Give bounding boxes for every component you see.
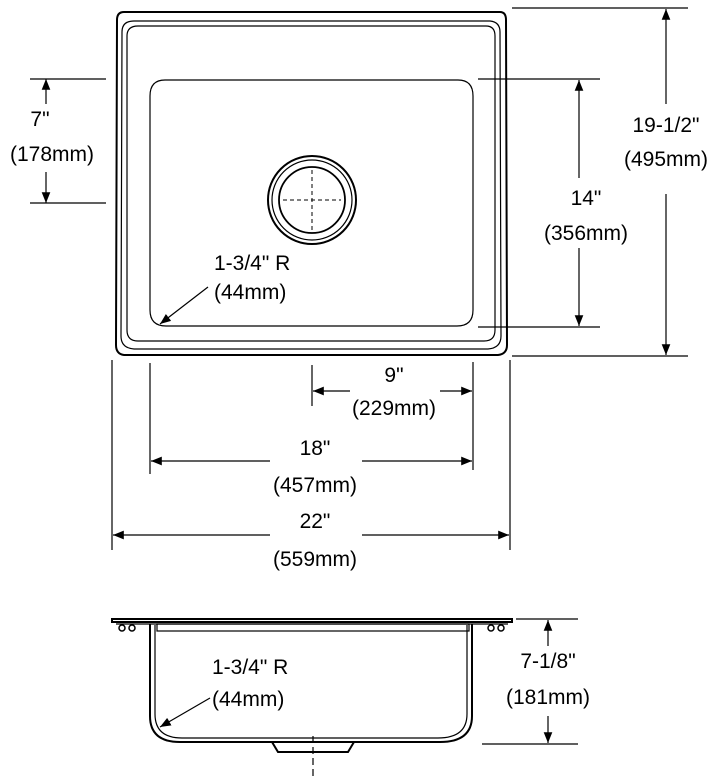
dim-bowl-height: 7-1/8" (181mm) bbox=[482, 618, 590, 745]
mounting-clip-icon bbox=[118, 624, 505, 632]
bowl-depth-imperial: 14" bbox=[571, 187, 602, 210]
bowl-width-metric: (457mm) bbox=[273, 474, 357, 497]
sink-rim-inner-2 bbox=[120, 20, 502, 350]
drain-offset-imperial: 9" bbox=[384, 364, 403, 387]
bowl-width-imperial: 18" bbox=[300, 437, 331, 460]
bowl-height-imperial: 7-1/8" bbox=[520, 650, 575, 673]
dim-corner-radius-side: 1-3/4" R (44mm) bbox=[159, 656, 288, 728]
dim-overall-width: 22" (559mm) bbox=[111, 360, 511, 571]
overall-width-imperial: 22" bbox=[300, 510, 331, 533]
sink-bowl-profile bbox=[149, 624, 473, 743]
corner-radius-side-imperial: 1-3/4" R bbox=[212, 656, 288, 679]
sink-rim-inner bbox=[126, 25, 496, 342]
corner-radius-side-metric: (44mm) bbox=[212, 688, 284, 711]
bowl-depth-metric: (356mm) bbox=[544, 222, 628, 245]
bowl-offset-metric: (178mm) bbox=[10, 143, 94, 166]
sink-top-view bbox=[114, 11, 509, 356]
dim-corner-radius-top: 1-3/4" R (44mm) bbox=[159, 252, 290, 325]
drain-offset-metric: (229mm) bbox=[352, 397, 436, 420]
drain-icon bbox=[267, 155, 357, 245]
overall-width-metric: (559mm) bbox=[273, 548, 357, 571]
dim-bowl-depth: 14" (356mm) bbox=[478, 78, 628, 328]
bowl-height-metric: (181mm) bbox=[506, 686, 590, 709]
dim-drain-offset: 9" (229mm) bbox=[311, 362, 474, 470]
sink-bowl-profile-inner bbox=[154, 625, 468, 739]
overall-depth-metric: (495mm) bbox=[624, 148, 708, 171]
dim-bowl-width: 18" (457mm) bbox=[149, 363, 472, 497]
corner-radius-top-imperial: 1-3/4" R bbox=[214, 252, 290, 275]
sink-side-view bbox=[111, 618, 513, 776]
sink-flange bbox=[111, 618, 513, 623]
sink-clip-strip bbox=[156, 623, 470, 632]
dim-overall-depth: 19-1/2" (495mm) bbox=[512, 7, 708, 357]
overall-depth-imperial: 19-1/2" bbox=[633, 114, 700, 137]
sink-bowl bbox=[149, 79, 474, 327]
bowl-offset-imperial: 7" bbox=[30, 108, 49, 131]
sink-rim-outer bbox=[114, 11, 509, 356]
corner-radius-top-metric: (44mm) bbox=[214, 281, 286, 304]
dim-bowl-offset: 7" (178mm) bbox=[10, 78, 106, 204]
